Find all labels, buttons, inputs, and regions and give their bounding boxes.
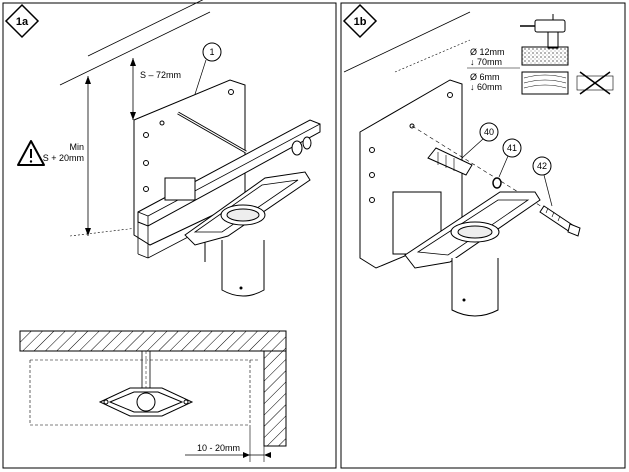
wall-gap-dimension: 10 - 20mm	[185, 425, 271, 462]
wood-material-icon	[521, 71, 569, 95]
concrete-material-icon	[521, 46, 569, 66]
callout-42: 42	[532, 156, 553, 207]
svg-text:1: 1	[209, 47, 214, 57]
callout-41: 41	[498, 138, 522, 178]
drill-2-diameter: Ø 6mm	[470, 72, 500, 82]
drill-1-depth: ↓ 70mm	[470, 57, 502, 67]
wall-gap-label: 10 - 20mm	[197, 443, 240, 453]
svg-text:1a: 1a	[16, 16, 29, 28]
min-height-dimension: Min S + 20mm	[43, 76, 91, 236]
svg-text:40: 40	[484, 127, 494, 137]
offset-label: S – 72mm	[140, 70, 181, 80]
wall-anchor	[427, 147, 473, 176]
min-label: Min	[69, 142, 84, 152]
mount-bracket-right	[392, 191, 541, 317]
crossed-out-icon	[576, 71, 614, 95]
drill-2-depth: ↓ 60mm	[470, 82, 502, 92]
svg-text:42: 42	[537, 161, 547, 171]
min-value: S + 20mm	[43, 153, 84, 163]
panel-1b: 1b Ø 12mm ↓ 70mm Ø 6mm ↓ 60mm	[340, 2, 626, 469]
callout-40: 40	[461, 122, 499, 159]
washer	[492, 177, 502, 189]
mount-bracket	[164, 171, 311, 297]
power-drill-icon	[520, 14, 566, 49]
lag-screw	[539, 205, 581, 237]
drill-1-diameter: Ø 12mm	[470, 47, 505, 57]
panel-1a: 1a Min S + 20mm S – 72mm 1	[2, 0, 337, 469]
svg-text:1b: 1b	[354, 16, 367, 28]
warning-triangle-icon	[17, 140, 45, 166]
offset-dimension: S – 72mm	[130, 58, 181, 120]
ceiling-section	[19, 330, 287, 447]
svg-text:41: 41	[507, 143, 517, 153]
panel-tag-1a: 1a	[4, 3, 40, 39]
panel-tag-1b: 1b	[342, 3, 378, 39]
